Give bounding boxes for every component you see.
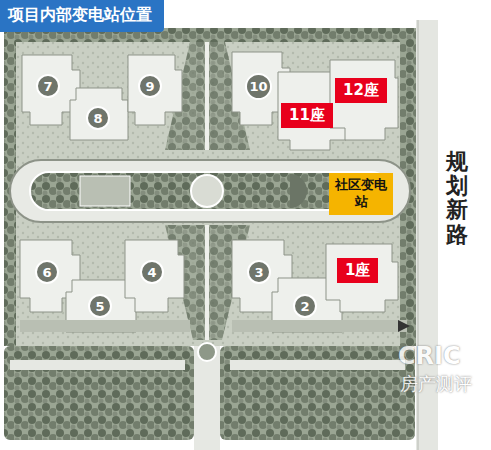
building-label: 11座 [281, 103, 333, 128]
node-text: 11座 [289, 106, 325, 125]
road-name: 规划新路 [446, 150, 468, 247]
node-text: 12座 [343, 81, 379, 100]
node-text: 1座 [345, 261, 370, 280]
building-number: 8 [86, 106, 110, 130]
node-text: 4 [147, 265, 156, 280]
building-number: 2 [293, 294, 317, 318]
building-label: 1座 [337, 258, 378, 283]
building-number: 5 [88, 294, 112, 318]
title-bar: 项目内部变电站位置 [0, 0, 164, 32]
watermark: CRIC [398, 342, 461, 370]
building-number: 7 [36, 74, 60, 98]
node-text: 6 [42, 265, 51, 280]
building-number: 6 [35, 260, 59, 284]
watermark: 房产测评 [400, 372, 472, 396]
building-number: 4 [140, 260, 164, 284]
node-text: 9 [145, 79, 154, 94]
node-text: 8 [93, 111, 102, 126]
building-number: 3 [247, 260, 271, 284]
node-text: 7 [43, 79, 52, 94]
node-text: 社区变电站 [335, 177, 387, 211]
building-number: 10 [245, 73, 272, 100]
node-text: 2 [300, 299, 309, 314]
node-text: 3 [254, 265, 263, 280]
node-text: 5 [95, 299, 104, 314]
node-text: 10 [249, 79, 267, 94]
building-label: 12座 [335, 78, 387, 103]
building-number: 9 [138, 74, 162, 98]
substation-label: 社区变电站 [329, 173, 393, 215]
